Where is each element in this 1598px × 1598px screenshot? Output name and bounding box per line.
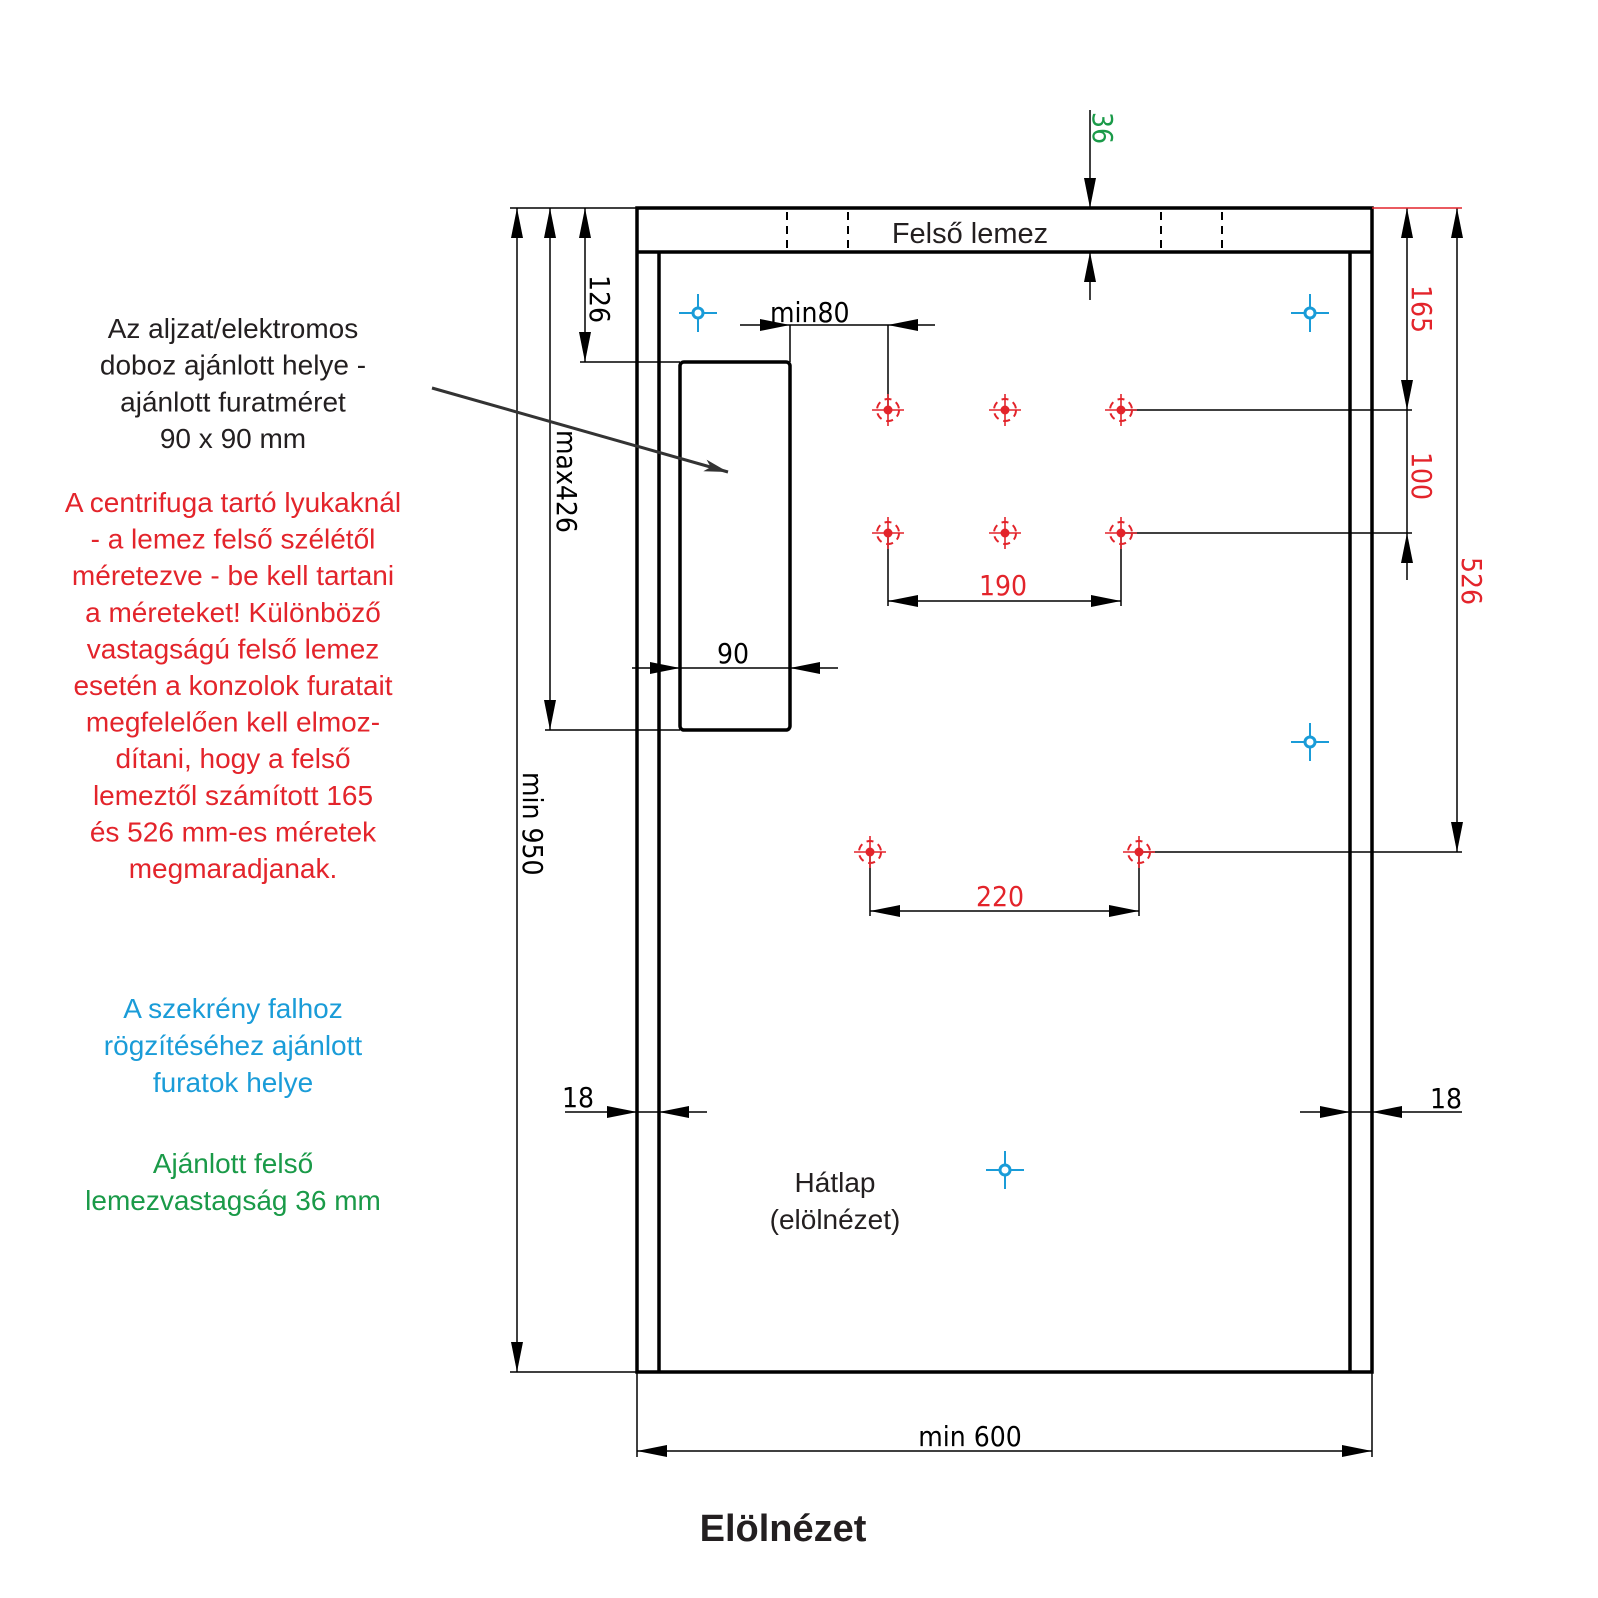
dim-min950: min 950 xyxy=(516,772,549,876)
socket-leader-arrow xyxy=(431,386,729,474)
note-wall-fixing-line: rögzítéséhez ajánlott xyxy=(104,1030,363,1061)
back-panel-sublabel: (elölnézet) xyxy=(770,1204,901,1235)
note-centrifuge-line: dítani, hogy a felső xyxy=(115,743,350,774)
note-centrifuge-line: vastagságú felső lemez xyxy=(87,633,380,664)
notes: Az aljzat/elektromos doboz ajánlott helye… xyxy=(65,313,401,1216)
view-title: Elölnézet xyxy=(700,1508,867,1550)
dim-526: 526 xyxy=(1455,557,1488,605)
note-top-thickness-line: Ajánlott felső xyxy=(153,1148,313,1179)
dim-220: 220 xyxy=(976,880,1024,913)
back-panel-label: Hátlap xyxy=(795,1167,876,1198)
wall-fixing-hole-icon xyxy=(1291,723,1329,761)
wall-fixing-hole-icon xyxy=(679,294,717,332)
note-centrifuge-line: esetén a konzolok furatait xyxy=(73,670,392,701)
dim-18-left: 18 xyxy=(562,1081,594,1114)
centrifuge-hole-icon xyxy=(872,394,904,426)
dimension-lines xyxy=(510,110,1463,1457)
note-wall-fixing-line: A szekrény falhoz xyxy=(123,993,342,1024)
note-centrifuge-line: A centrifuga tartó lyukaknál xyxy=(65,487,401,518)
note-centrifuge-line: méretezve - be kell tartani xyxy=(72,560,394,591)
dim-min600: min 600 xyxy=(918,1420,1022,1453)
dim-190: 190 xyxy=(979,569,1027,602)
centrifuge-hole-icon xyxy=(1105,517,1137,549)
centrifuge-hole-icon xyxy=(989,394,1021,426)
dim-90: 90 xyxy=(717,637,749,670)
centrifuge-hole-icon xyxy=(1123,836,1155,868)
top-plate-label: Felső lemez xyxy=(892,218,1048,250)
dim-18-right: 18 xyxy=(1430,1082,1462,1115)
note-centrifuge-line: lemeztől számított 165 xyxy=(93,780,373,811)
note-top-thickness-line: lemezvastagság 36 mm xyxy=(85,1185,381,1216)
dim-min80: min80 xyxy=(770,296,850,329)
wall-fixing-hole-icon xyxy=(986,1151,1024,1189)
note-socket-line: Az aljzat/elektromos xyxy=(108,313,359,344)
note-centrifuge-line: a méreteket! Különböző xyxy=(85,597,381,628)
centrifuge-hole-icon xyxy=(872,517,904,549)
socket-box xyxy=(678,360,792,732)
note-centrifuge-line: és 526 mm-es méretek xyxy=(90,816,377,847)
dim-100: 100 xyxy=(1405,452,1438,500)
note-centrifuge-line: - a lemez felső szélétől xyxy=(91,524,376,555)
note-centrifuge-line: megmaradjanak. xyxy=(129,853,338,884)
dim-165: 165 xyxy=(1405,285,1438,333)
note-socket-line: ajánlott furatméret xyxy=(120,386,346,417)
dim-max426: max426 xyxy=(550,430,583,533)
dim-36: 36 xyxy=(1086,112,1119,144)
centrifuge-hole-icon xyxy=(1105,394,1137,426)
note-socket-line: doboz ajánlott helye - xyxy=(100,350,366,381)
note-socket-line: 90 x 90 mm xyxy=(160,423,306,454)
centrifuge-hole-icon xyxy=(854,836,886,868)
note-wall-fixing-line: furatok helye xyxy=(153,1067,313,1098)
note-centrifuge-line: megfelelően kell elmoz- xyxy=(86,707,380,738)
wall-fixing-holes xyxy=(679,294,1329,1189)
centrifuge-hole-icon xyxy=(989,517,1021,549)
wall-fixing-hole-icon xyxy=(1291,294,1329,332)
cabinet-outline xyxy=(635,206,1374,1374)
dim-126: 126 xyxy=(583,275,616,323)
centrifuge-holes xyxy=(854,394,1155,868)
